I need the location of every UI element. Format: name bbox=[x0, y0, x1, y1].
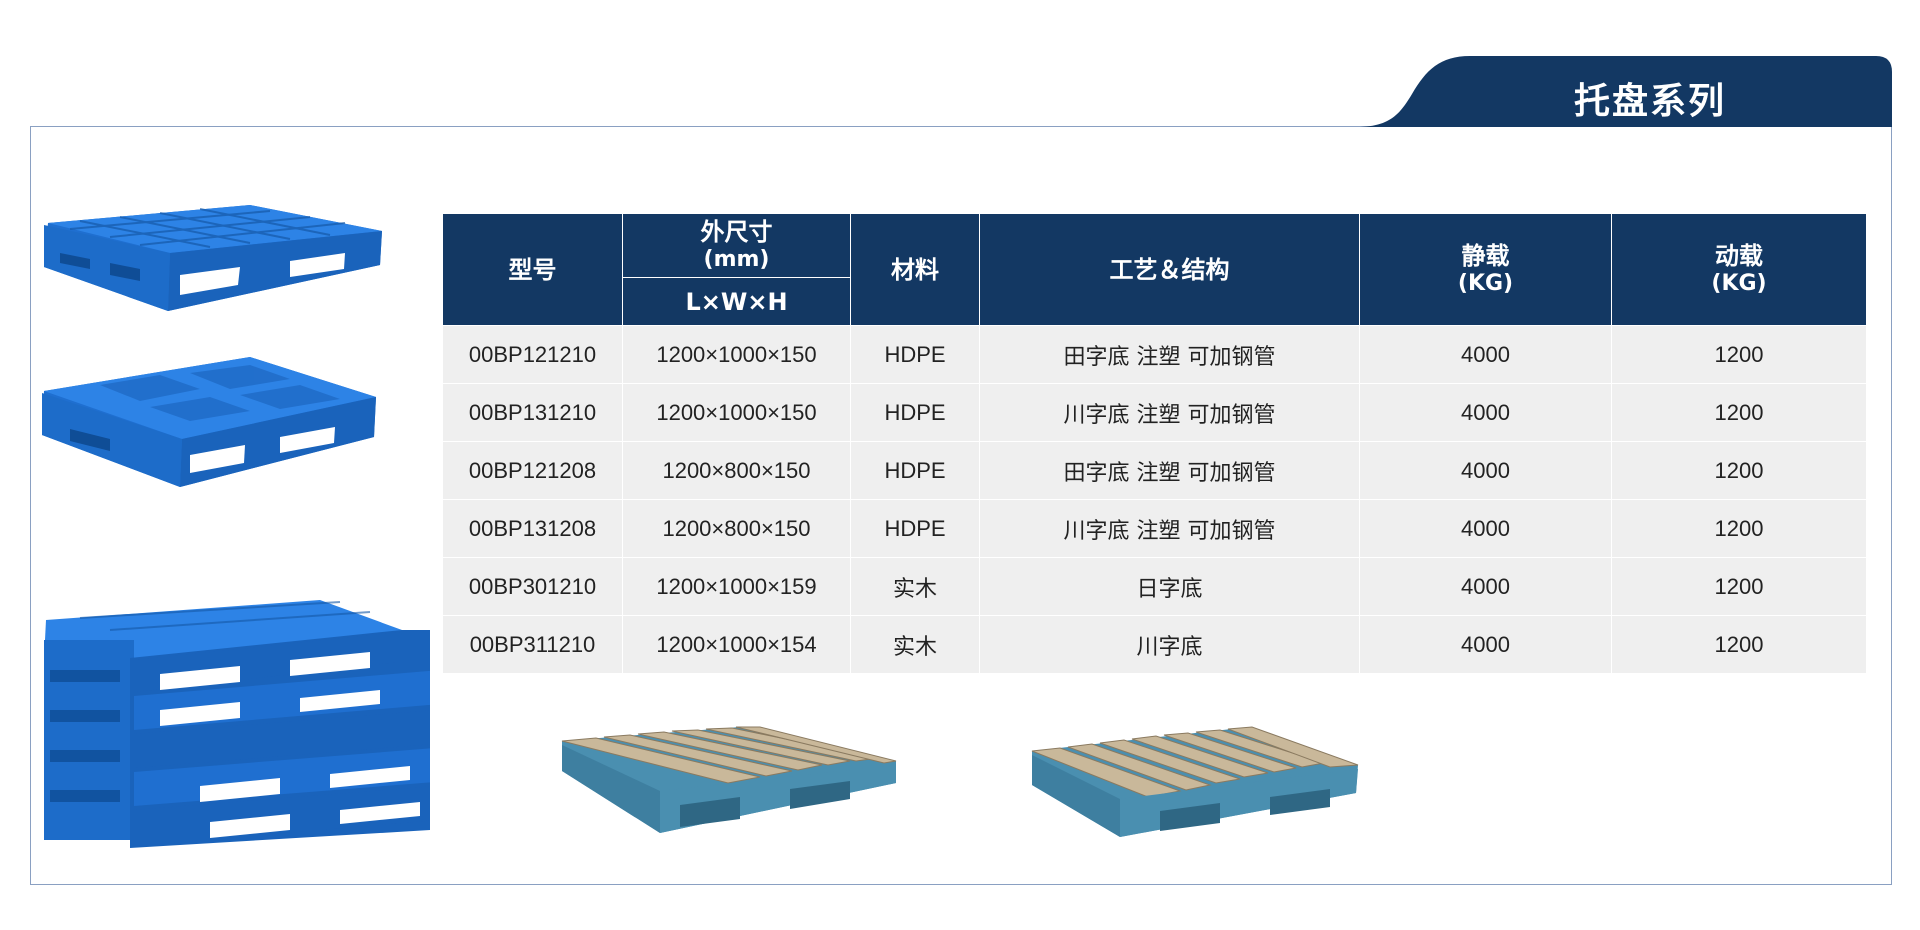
header-static-unit: (KG) bbox=[1457, 270, 1514, 296]
cell-dynamic: 1200 bbox=[1611, 557, 1867, 616]
header-material: 材料 bbox=[850, 213, 980, 326]
table-row: 00BP311210 1200×1000×154 实木 川字底 4000 120… bbox=[442, 615, 1867, 674]
header-size-unit: (mm) bbox=[703, 246, 770, 272]
cell-size: 1200×800×150 bbox=[622, 499, 851, 558]
title-tab bbox=[1360, 56, 1892, 127]
header-size-label: 外尺寸 bbox=[700, 217, 773, 246]
header-model: 型号 bbox=[442, 213, 623, 326]
cell-model: 00BP301210 bbox=[442, 557, 623, 616]
cell-process: 日字底 bbox=[979, 557, 1360, 616]
page-title: 托盘系列 bbox=[1573, 81, 1726, 122]
cell-process: 田字底 注塑 可加钢管 bbox=[979, 441, 1360, 500]
cell-process: 田字底 注塑 可加钢管 bbox=[979, 325, 1360, 384]
cell-model: 00BP121208 bbox=[442, 441, 623, 500]
table-row: 00BP121208 1200×800×150 HDPE 田字底 注塑 可加钢管… bbox=[442, 441, 1867, 500]
cell-size: 1200×1000×159 bbox=[622, 557, 851, 616]
cell-dynamic: 1200 bbox=[1611, 325, 1867, 384]
header-dynamic-load: 动载 (KG) bbox=[1611, 213, 1867, 326]
cell-model: 00BP131208 bbox=[442, 499, 623, 558]
cell-static: 4000 bbox=[1359, 325, 1612, 384]
cell-material: HDPE bbox=[850, 383, 980, 442]
cell-material: HDPE bbox=[850, 499, 980, 558]
table-row: 00BP131210 1200×1000×150 HDPE 川字底 注塑 可加钢… bbox=[442, 383, 1867, 442]
plastic-pallet-tian-image bbox=[44, 205, 382, 311]
cell-size: 1200×1000×150 bbox=[622, 383, 851, 442]
header-static-load: 静载 (KG) bbox=[1359, 213, 1612, 326]
cell-static: 4000 bbox=[1359, 383, 1612, 442]
cell-material: 实木 bbox=[850, 615, 980, 674]
table-row: 00BP131208 1200×800×150 HDPE 川字底 注塑 可加钢管… bbox=[442, 499, 1867, 558]
cell-material: 实木 bbox=[850, 557, 980, 616]
cell-material: HDPE bbox=[850, 325, 980, 384]
content-frame bbox=[30, 126, 1892, 885]
cell-model: 00BP121210 bbox=[442, 325, 623, 384]
cell-static: 4000 bbox=[1359, 615, 1612, 674]
wood-pallet-ri-image bbox=[561, 726, 897, 833]
cell-size: 1200×800×150 bbox=[622, 441, 851, 500]
cell-model: 00BP311210 bbox=[442, 615, 623, 674]
cell-static: 4000 bbox=[1359, 557, 1612, 616]
table-row: 00BP121210 1200×1000×150 HDPE 田字底 注塑 可加钢… bbox=[442, 325, 1867, 384]
header-process: 工艺＆结构 bbox=[979, 213, 1360, 326]
table-row: 00BP301210 1200×1000×159 实木 日字底 4000 120… bbox=[442, 557, 1867, 616]
cell-model: 00BP131210 bbox=[442, 383, 623, 442]
wood-pallet-chuan-image bbox=[1031, 726, 1359, 837]
cell-dynamic: 1200 bbox=[1611, 499, 1867, 558]
cell-material: HDPE bbox=[850, 441, 980, 500]
header-dynamic-unit: (KG) bbox=[1711, 270, 1767, 296]
cell-process: 川字底 注塑 可加钢管 bbox=[979, 383, 1360, 442]
header-dynamic-label: 动载 bbox=[1715, 241, 1763, 270]
cell-process: 川字底 bbox=[979, 615, 1360, 674]
stacked-pallets-image bbox=[44, 600, 430, 848]
cell-dynamic: 1200 bbox=[1611, 615, 1867, 674]
cell-static: 4000 bbox=[1359, 499, 1612, 558]
cell-dynamic: 1200 bbox=[1611, 383, 1867, 442]
cell-dynamic: 1200 bbox=[1611, 441, 1867, 500]
plastic-pallet-chuan-image bbox=[42, 357, 376, 487]
cell-size: 1200×1000×154 bbox=[622, 615, 851, 674]
cell-process: 川字底 注塑 可加钢管 bbox=[979, 499, 1360, 558]
header-size-sub: L×W×H bbox=[622, 277, 851, 326]
cell-size: 1200×1000×150 bbox=[622, 325, 851, 384]
header-size: 外尺寸 (mm) bbox=[622, 213, 851, 278]
pallet-spec-table: 型号 外尺寸 (mm) 材料 工艺＆结构 静载 (KG) 动载 (KG) L×W… bbox=[442, 213, 1867, 674]
cell-static: 4000 bbox=[1359, 441, 1612, 500]
header-static-label: 静载 bbox=[1461, 241, 1510, 270]
